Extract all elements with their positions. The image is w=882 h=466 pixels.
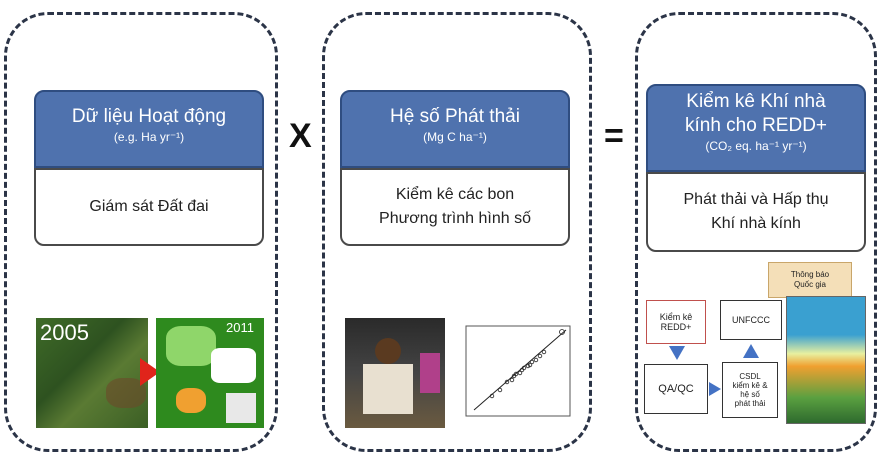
qa-qc-label: QA/QC — [658, 383, 694, 395]
year-label-2005: 2005 — [40, 320, 89, 345]
national-report-cover — [786, 296, 866, 424]
equals-operator: = — [604, 117, 624, 155]
national-communication-line1: Thông báo — [790, 270, 830, 279]
map-patch — [226, 393, 256, 423]
qa-qc-box: QA/QC — [644, 364, 708, 414]
redd-inventory-box: Kiểm kê REDD+ — [646, 300, 706, 344]
multiply-operator: X — [289, 117, 312, 155]
map-patch — [106, 378, 146, 408]
activity-data-unit: (e.g. Ha yr⁻¹) — [113, 130, 185, 144]
person-figure — [375, 338, 401, 364]
year-label-2011: 2011 — [226, 320, 254, 335]
emission-factor-panel — [322, 12, 592, 452]
emission-removal-box: Phát thải và Hấp thụ Khí nhà kính — [646, 172, 866, 252]
down-arrow-icon — [669, 346, 685, 360]
allometric-equation-label: Phương trình hình số — [379, 210, 531, 227]
field-measurement-photo — [345, 318, 445, 428]
person-figure — [363, 364, 413, 414]
ghg-inventory-panel — [635, 12, 877, 452]
activity-data-header: Dữ liệu Hoạt động (e.g. Ha yr⁻¹) — [34, 90, 264, 168]
database-box: CSDL kiểm kê & hệ số phát thải — [722, 362, 778, 418]
map-patch — [211, 348, 256, 383]
redd-inventory-line2: REDD+ — [660, 322, 692, 332]
redd-inventory-line1: Kiểm kê — [659, 312, 693, 322]
emission-factor-header: Hệ số Phát thải (Mg C ha⁻¹) — [340, 90, 570, 168]
database-line2: kiểm kê & — [732, 381, 768, 390]
satellite-image-2011: 2011 — [156, 318, 264, 428]
activity-data-panel — [4, 12, 278, 452]
emission-factor-unit: (Mg C ha⁻¹) — [423, 130, 487, 144]
ghg-inventory-title-line2: kính cho REDD+ — [684, 115, 828, 136]
map-patch — [176, 388, 206, 413]
unfccc-label: UNFCCC — [732, 315, 770, 325]
ghg-inventory-header: Kiểm kê Khí nhà kính cho REDD+ (CO₂ eq. … — [646, 84, 866, 172]
emission-removal-label: Phát thải và Hấp thụ — [683, 191, 829, 208]
person-figure — [420, 353, 440, 393]
carbon-inventory-box: Kiểm kê các bon Phương trình hình số — [340, 168, 570, 246]
change-arrow-icon — [140, 358, 160, 386]
carbon-inventory-label: Kiểm kê các bon — [395, 186, 515, 203]
land-monitoring-label: Giám sát Đất đai — [89, 198, 209, 215]
unfccc-box: UNFCCC — [720, 300, 782, 340]
satellite-image-2005: 2005 — [36, 318, 148, 428]
greenhouse-gas-label: Khí nhà kính — [711, 215, 801, 232]
up-arrow-icon — [743, 344, 759, 358]
national-communication-line2: Quốc gia — [793, 280, 827, 289]
emission-factor-title: Hệ số Phát thải — [390, 106, 520, 127]
map-patch — [166, 326, 216, 366]
allometric-scatter-plot — [452, 318, 576, 428]
ghg-inventory-title-line1: Kiểm kê Khí nhà — [686, 91, 826, 112]
national-communication-label: Thông báo Quốc gia — [768, 262, 852, 298]
ghg-inventory-unit: (CO₂ eq. ha⁻¹ yr⁻¹) — [705, 139, 807, 153]
database-line4: phát thải — [734, 399, 766, 408]
database-line1: CSDL — [739, 372, 761, 381]
activity-data-title: Dữ liệu Hoạt động — [71, 106, 227, 127]
right-arrow-icon — [709, 382, 721, 396]
land-monitoring-box: Giám sát Đất đai — [34, 168, 264, 246]
database-line3: hệ số — [740, 390, 760, 399]
